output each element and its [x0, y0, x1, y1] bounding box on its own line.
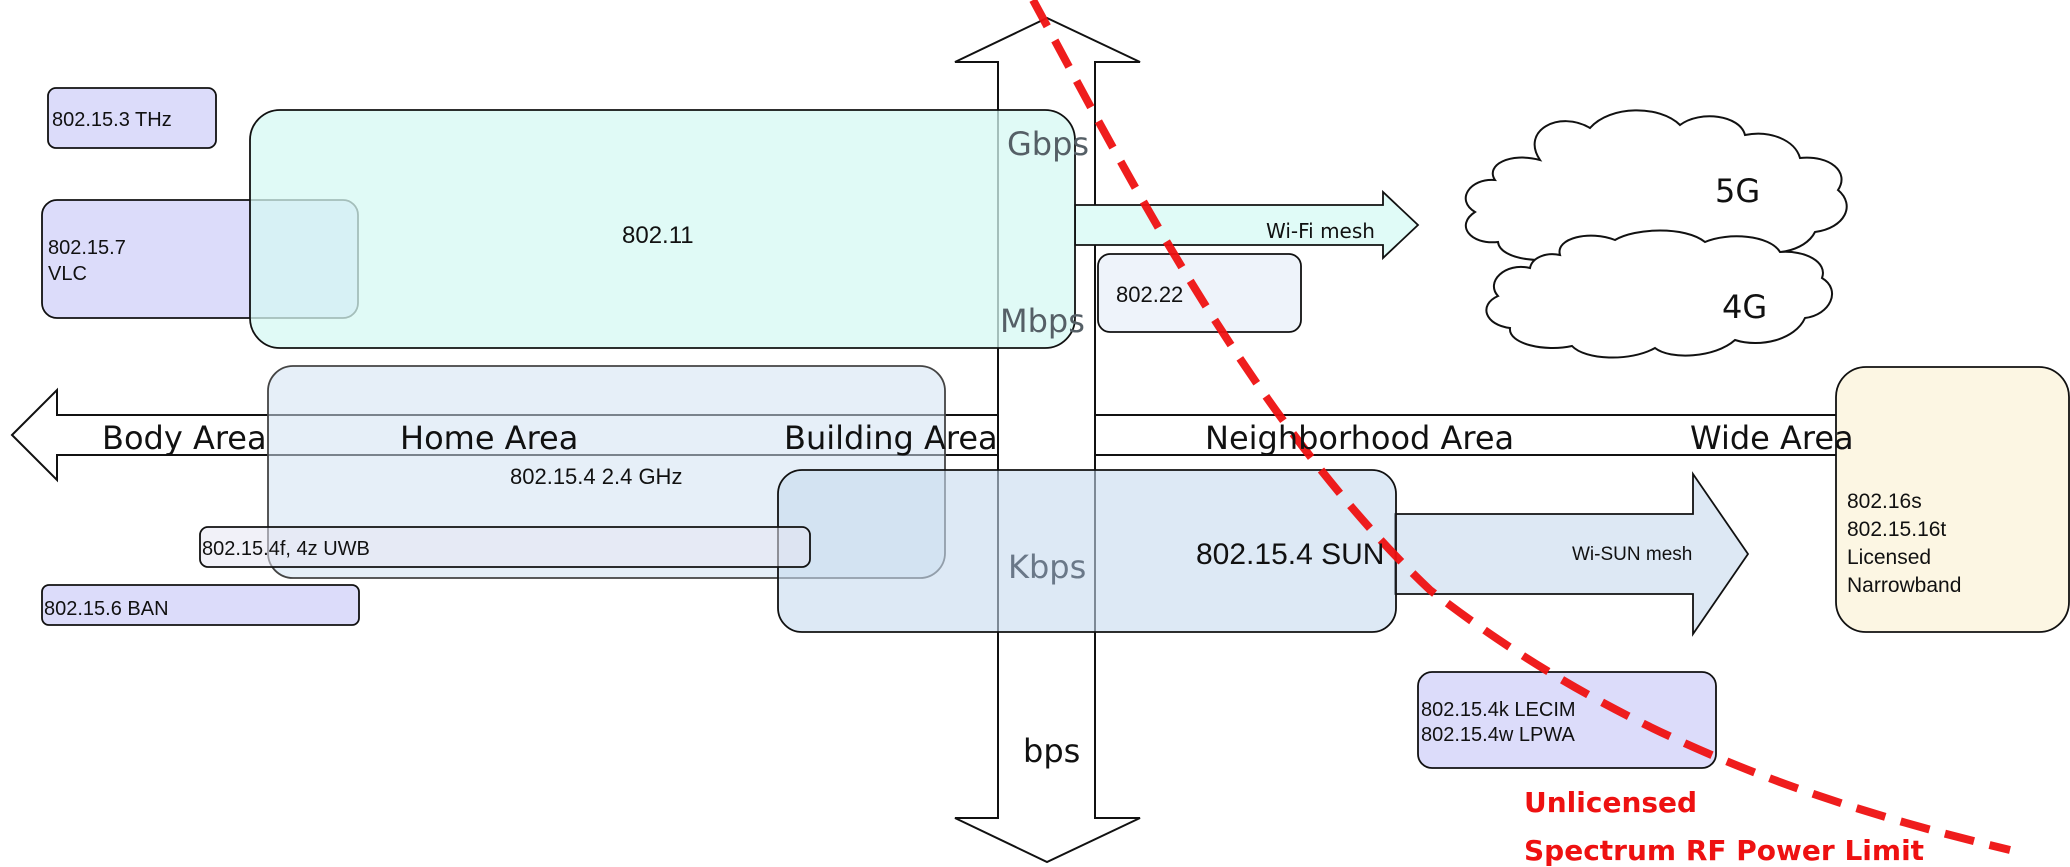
- label-thz: 802.15.3 THz: [52, 109, 172, 131]
- box-ban: [41, 584, 360, 626]
- label-uwb: 802.15.4f, 4z UWB: [202, 538, 370, 560]
- box-wifi: [249, 109, 1076, 349]
- label-home-area: Home Area: [400, 419, 578, 457]
- label-wide-line3: Licensed: [1847, 546, 1931, 569]
- label-body-area: Body Area: [102, 419, 267, 457]
- label-gbps: Gbps: [1007, 125, 1089, 163]
- label-mbps: Mbps: [1000, 302, 1085, 340]
- label-building-area: Building Area: [784, 419, 998, 457]
- box-lecim-lpwa: [1417, 671, 1717, 769]
- label-vlc-line2: VLC: [48, 263, 87, 285]
- label-wifi: 802.11: [622, 222, 694, 249]
- label-lecim: 802.15.4k LECIM: [1421, 699, 1576, 721]
- label-wide-line4: Narrowband: [1847, 574, 1961, 597]
- box-thz: [47, 87, 217, 149]
- box-wide-area: [1835, 366, 2070, 633]
- label-4g: 4G: [1722, 288, 1767, 326]
- label-wide-line2: 802.15.16t: [1847, 518, 1946, 541]
- label-lpwa: 802.15.4w LPWA: [1421, 724, 1575, 746]
- label-sun: 802.15.4 SUN: [1196, 538, 1384, 571]
- rf-power-limit-curve: [1029, 0, 2011, 854]
- 4g-cloud: [1485, 229, 1834, 359]
- label-wide-line1: 802.16s: [1847, 490, 1922, 513]
- label-bps: bps: [1023, 732, 1080, 770]
- label-2-4ghz: 802.15.4 2.4 GHz: [510, 464, 682, 489]
- label-wisun-mesh: Wi-SUN mesh: [1572, 544, 1692, 565]
- label-neighborhood-area: Neighborhood Area: [1205, 419, 1514, 457]
- label-kbps: Kbps: [1008, 548, 1086, 586]
- wisun-mesh-arrow: [1394, 471, 1750, 637]
- box-uwb: [199, 526, 811, 568]
- label-5g: 5G: [1715, 172, 1760, 210]
- label-rf-limit-line2: Spectrum RF Power Limit: [1524, 834, 1924, 867]
- wifi-mesh-arrow: [1074, 189, 1420, 261]
- 5g-cloud: [1464, 109, 1848, 268]
- label-wran: 802.22: [1116, 282, 1183, 307]
- label-wifi-mesh: Wi-Fi mesh: [1266, 219, 1375, 243]
- label-rf-limit-line1: Unlicensed: [1524, 786, 1697, 819]
- label-wide-area: Wide Area: [1690, 419, 1854, 457]
- label-ban: 802.15.6 BAN: [44, 598, 169, 620]
- label-vlc-line1: 802.15.7: [48, 237, 126, 259]
